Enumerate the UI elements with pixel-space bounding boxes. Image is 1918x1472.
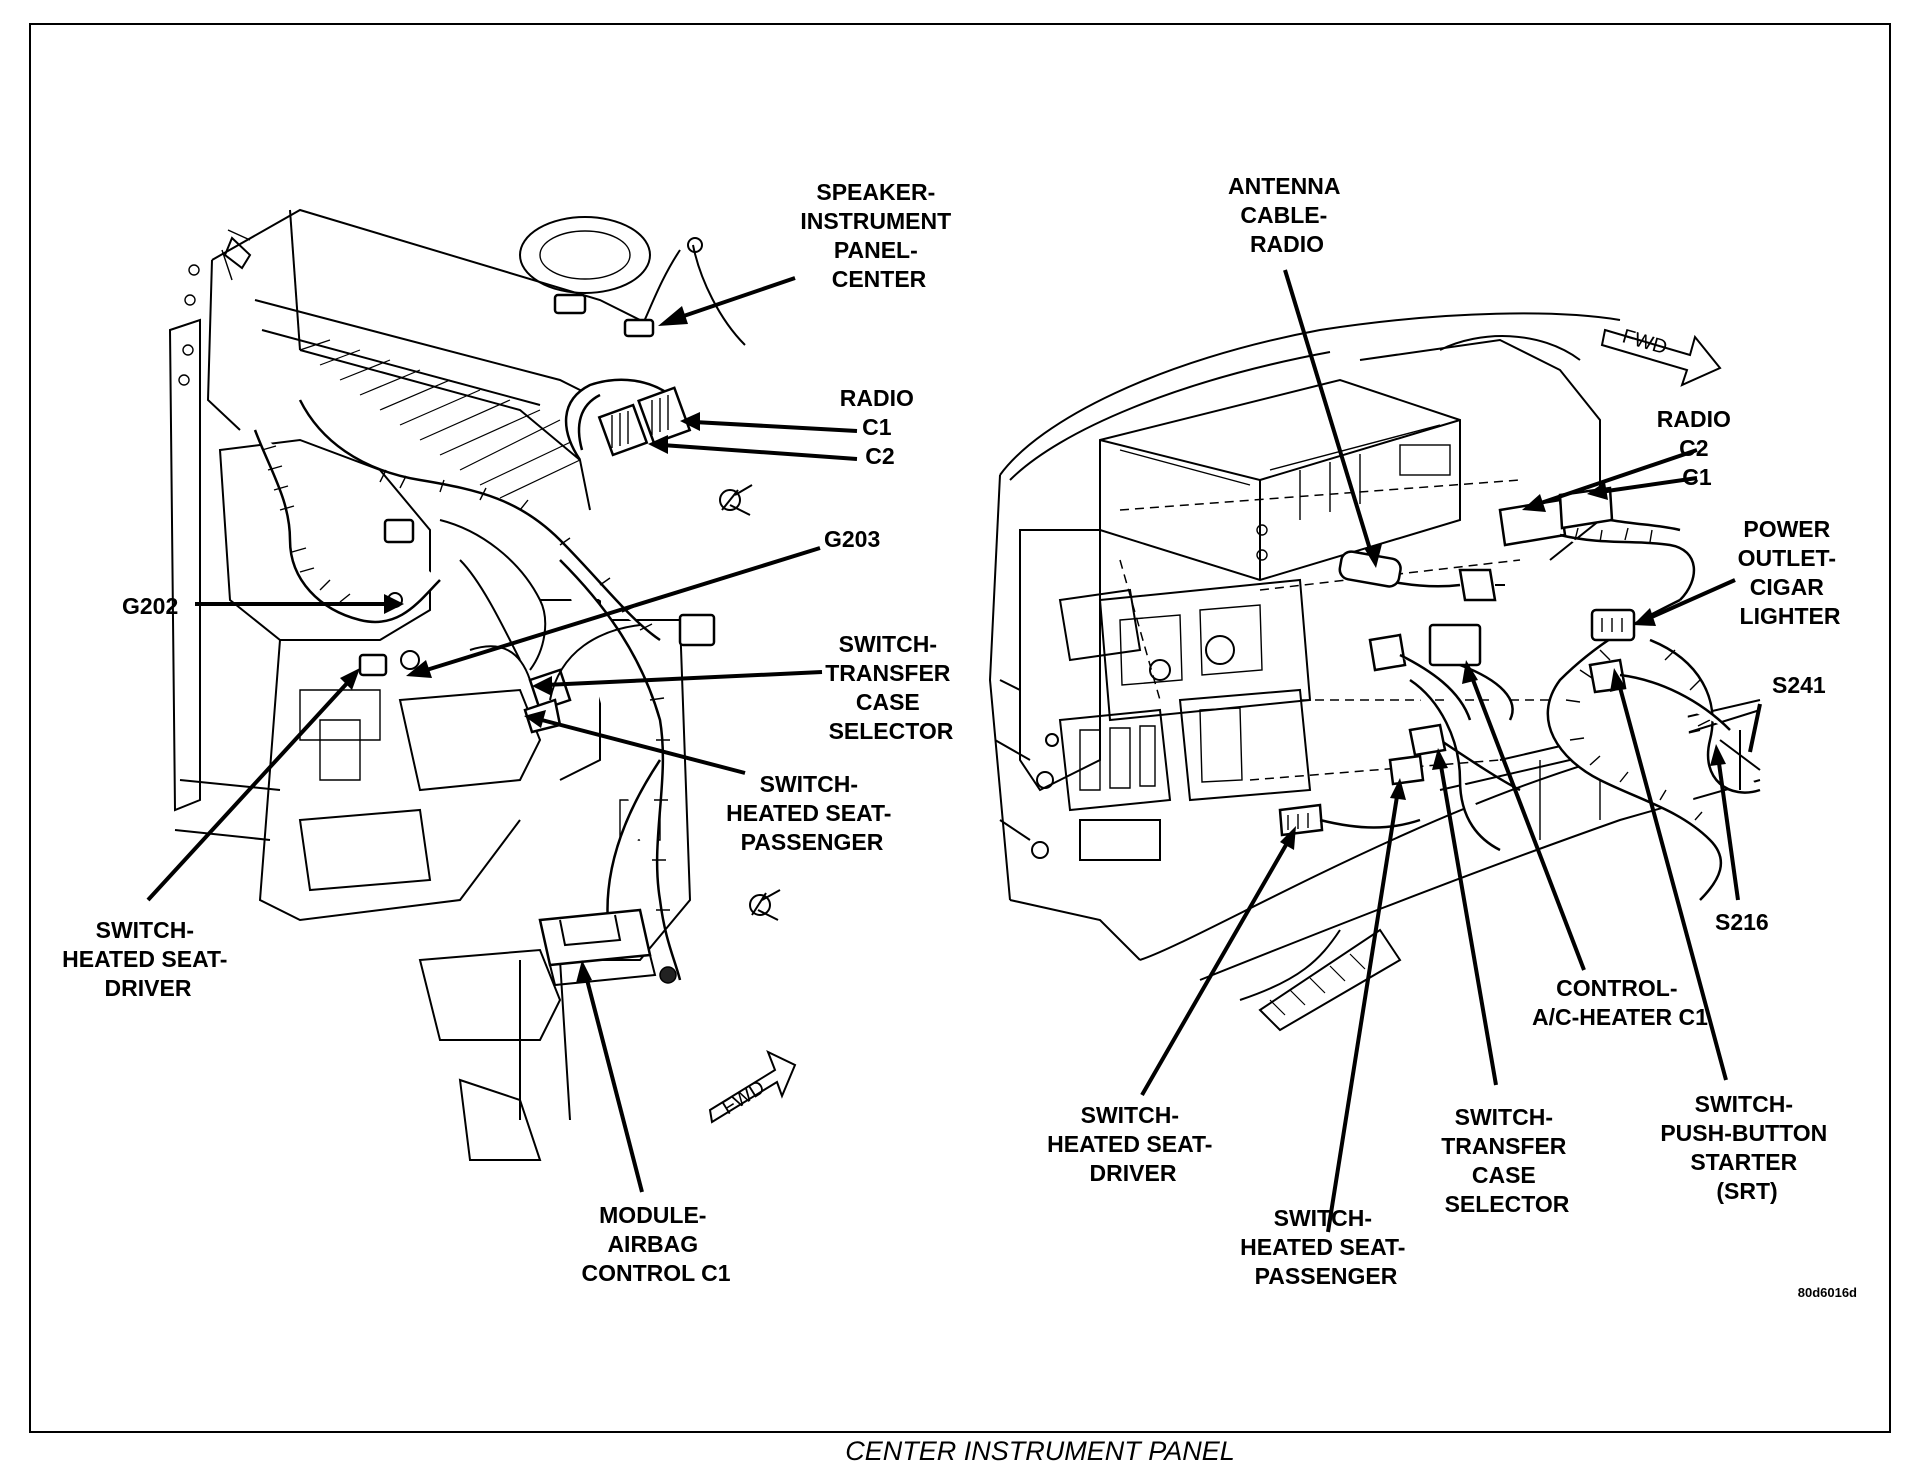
right-bezel	[994, 529, 1312, 861]
antenna-cable-graphic	[1338, 550, 1505, 602]
label-antenna: ANTENNA CABLE- RADIO	[1228, 173, 1346, 257]
right-center-connectors	[1278, 623, 1514, 837]
label-switch-transfer-left: SWITCH- TRANSFER CASE SELECTOR	[825, 631, 957, 744]
right-illustration: FWD	[988, 312, 1761, 1032]
left-fwd-marker: FWD	[708, 1049, 797, 1124]
left-main-harness	[253, 399, 682, 981]
right-radio-box	[1099, 378, 1461, 582]
left-illustration: FWD	[168, 208, 797, 1161]
right-dashed-frame	[1119, 479, 1560, 781]
right-radio-connectors	[1498, 486, 1696, 601]
left-labels: SPEAKER- INSTRUMENT PANEL- CENTER RADIO …	[62, 179, 957, 1286]
left-small-connectors	[358, 518, 716, 984]
label-speaker: SPEAKER- INSTRUMENT PANEL- CENTER	[800, 179, 957, 292]
label-switch-heated-passenger-right: SWITCH- HEATED SEAT- PASSENGER	[1240, 1205, 1412, 1289]
label-switch-pushbutton: SWITCH- PUSH-BUTTON STARTER (SRT)	[1660, 1091, 1833, 1204]
diagram-frame	[29, 23, 1891, 1433]
label-power-outlet: POWER OUTLET- CIGAR LIGHTER	[1738, 516, 1843, 629]
figure-caption: CENTER INSTRUMENT PANEL	[845, 1436, 1235, 1466]
label-radio-right: RADIO C2 C1	[1657, 406, 1738, 490]
label-switch-transfer-right: SWITCH- TRANSFER CASE SELECTOR	[1441, 1104, 1573, 1217]
figure-code: 80d6016d	[1798, 1285, 1857, 1300]
label-switch-heated-passenger-left: SWITCH- HEATED SEAT- PASSENGER	[726, 771, 898, 855]
left-panel-wall	[168, 236, 252, 812]
right-fwd-text: FWD	[1620, 325, 1670, 359]
s241-marker	[1719, 730, 1761, 790]
right-fwd-marker: FWD	[1600, 325, 1722, 387]
power-outlet-connector	[1590, 608, 1636, 642]
left-hatched-panel	[299, 339, 591, 511]
label-g203: G203	[824, 526, 880, 552]
label-g202: G202	[122, 593, 178, 619]
label-control-ac: CONTROL- A/C-HEATER C1	[1532, 975, 1708, 1030]
label-module-airbag: MODULE- AIRBAG CONTROL C1	[581, 1202, 730, 1286]
leader-lines	[146, 269, 1762, 1233]
left-bolts	[721, 484, 781, 921]
label-switch-heated-driver-left: SWITCH- HEATED SEAT- DRIVER	[62, 917, 234, 1001]
label-switch-heated-driver-right: SWITCH- HEATED SEAT- DRIVER	[1047, 1102, 1219, 1186]
left-center-structure	[174, 438, 771, 1161]
airbag-module-graphic	[538, 908, 657, 987]
label-radio-left: RADIO C1 C2	[840, 385, 921, 469]
left-fwd-text: FWD	[718, 1076, 768, 1119]
right-labels: ANTENNA CABLE- RADIO RADIO C2 C1 POWER O…	[1047, 173, 1843, 1289]
left-radio-connectors	[564, 378, 692, 461]
label-s216: S216	[1715, 909, 1769, 935]
label-s241: S241	[1772, 672, 1826, 698]
speaker-graphic	[519, 216, 746, 346]
